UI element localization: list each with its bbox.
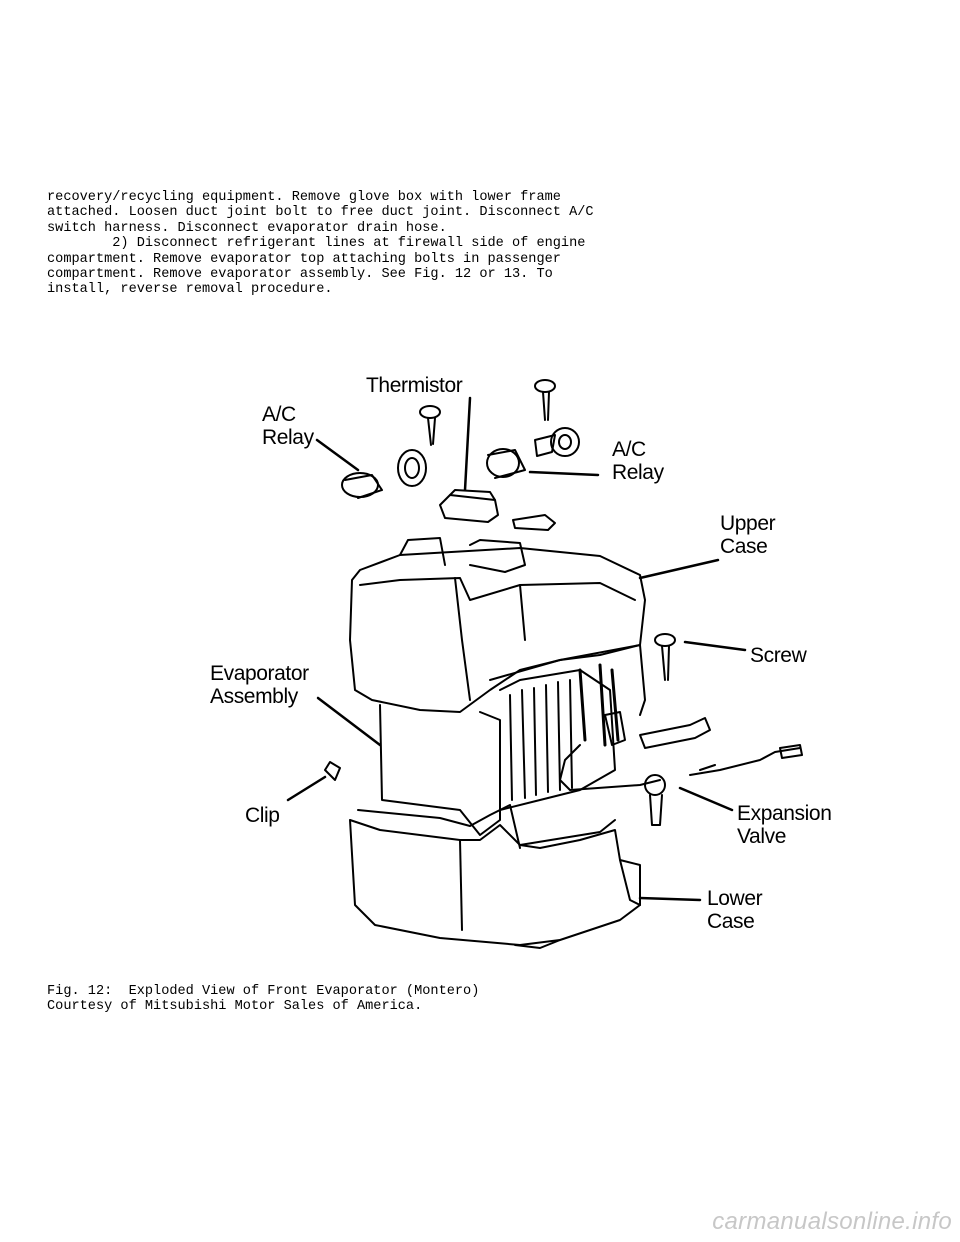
label-upper-case-line2: Case [720, 535, 767, 558]
body-line: install, reverse removal procedure. [47, 282, 333, 298]
watermark: carmanualsonline.info [712, 1208, 952, 1235]
body-line: attached. Loosen duct joint bolt to free… [47, 205, 594, 221]
evaporator-core-drawing [379, 663, 711, 836]
label-clip: Clip [245, 804, 280, 827]
evaporator-exploded-diagram: Thermistor A/C Relay A/C Relay Upper Cas… [210, 374, 832, 949]
label-evaporator-line2: Assembly [210, 685, 299, 708]
upper-case-drawing [349, 537, 646, 716]
caption-title: Fig. 12: Exploded View of Front Evaporat… [47, 984, 480, 999]
body-line: 2) Disconnect refrigerant lines at firew… [47, 236, 586, 252]
label-ac-relay-right-line1: A/C [612, 438, 646, 461]
label-lower-case-line1: Lower [707, 887, 763, 910]
diagram-labels: Thermistor A/C Relay A/C Relay Upper Cas… [210, 374, 832, 933]
label-expansion-valve-line2: Valve [737, 825, 786, 848]
label-screw: Screw [750, 644, 808, 667]
body-line: compartment. Remove evaporator assembly.… [47, 267, 553, 283]
thermistor-drawing [439, 489, 499, 523]
label-expansion-valve-line1: Expansion [737, 802, 831, 825]
screws-drawing [324, 379, 676, 781]
label-evaporator-line1: Evaporator [210, 662, 309, 685]
body-line: compartment. Remove evaporator top attac… [47, 251, 561, 267]
expansion-valve-drawing [559, 744, 803, 826]
body-text: recovery/recycling equipment. Remove glo… [47, 190, 927, 298]
figure-caption: Fig. 12: Exploded View of Front Evaporat… [47, 984, 479, 1015]
leader-lines [286, 396, 747, 902]
lower-case-drawing [349, 804, 641, 949]
left-relay-drawing [341, 449, 427, 499]
right-relay-drawing [486, 427, 580, 479]
label-ac-relay-right-line2: Relay [612, 461, 665, 484]
label-ac-relay-left-line2: Relay [262, 426, 315, 449]
label-upper-case-line1: Upper [720, 512, 776, 535]
body-line: switch harness. Disconnect evaporator dr… [47, 220, 447, 236]
label-thermistor: Thermistor [366, 374, 463, 397]
body-line: recovery/recycling equipment. Remove glo… [47, 190, 561, 205]
label-ac-relay-left-line1: A/C [262, 403, 296, 426]
caption-credit: Courtesy of Mitsubishi Motor Sales of Am… [47, 999, 423, 1015]
label-lower-case-line2: Case [707, 910, 754, 933]
